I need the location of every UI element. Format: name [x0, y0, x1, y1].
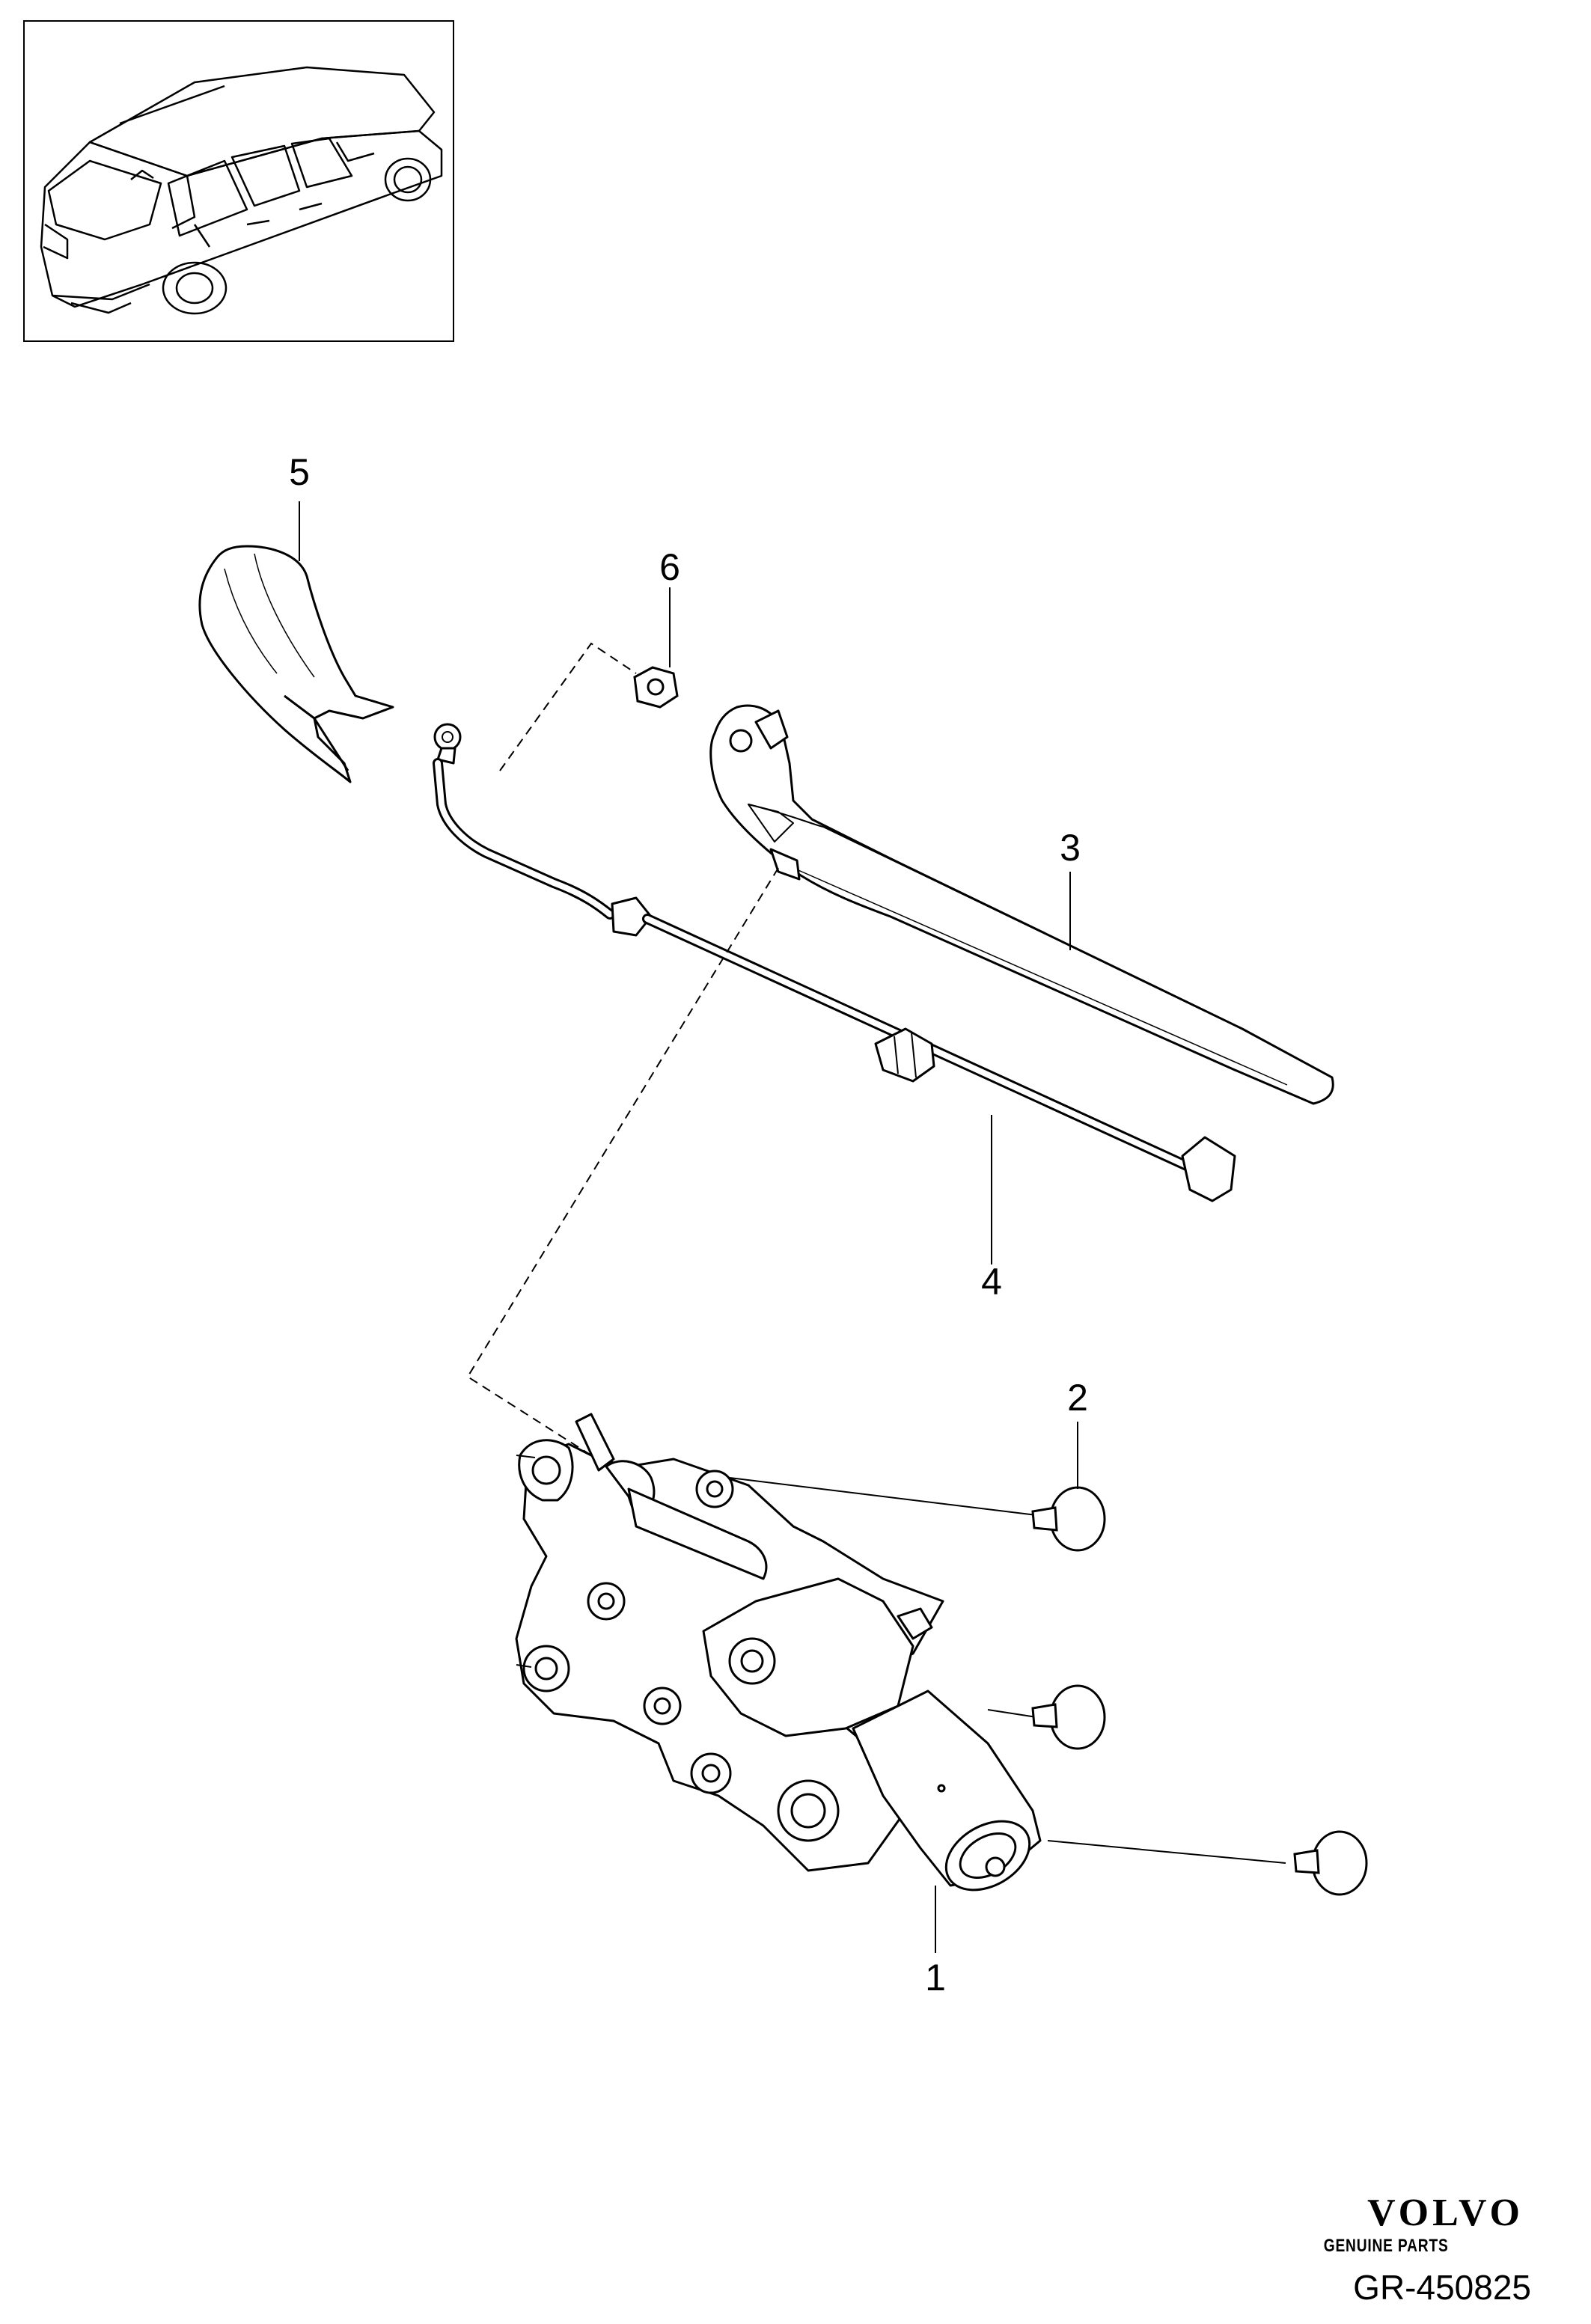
- brand-tagline: GENUINE PARTS: [1324, 2236, 1449, 2256]
- callout-5: 5: [289, 451, 310, 493]
- brand-logo: VOLVO: [1367, 2192, 1524, 2234]
- callout-1: 1: [925, 1957, 946, 1999]
- wiper-motor: [515, 1413, 1042, 1892]
- callout-leaders: [299, 501, 1078, 1953]
- diagram-reference: GR-450825: [1353, 2268, 1531, 2307]
- callout-4: 4: [981, 1261, 1002, 1303]
- callout-2: 2: [1067, 1377, 1088, 1419]
- wiper-arm-cover: [198, 545, 394, 783]
- car-outline-icon: [40, 66, 443, 315]
- assembly-guide-line: [466, 642, 779, 1456]
- callout-3: 3: [1060, 827, 1081, 869]
- wiper-arm: [709, 704, 1334, 1105]
- grommets: [516, 1455, 1368, 1896]
- vehicle-locator-inset: [23, 20, 454, 342]
- hex-nut: [633, 666, 679, 709]
- washer-hose: [433, 723, 1236, 1202]
- callout-6: 6: [659, 546, 680, 588]
